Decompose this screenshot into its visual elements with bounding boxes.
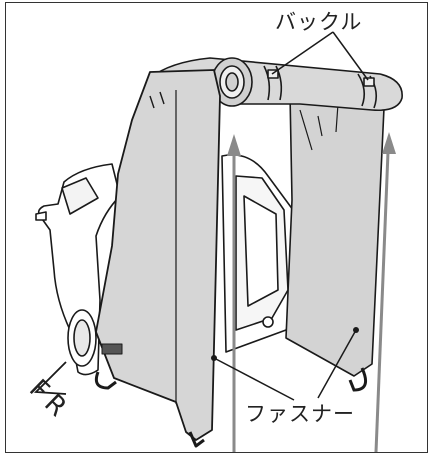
zipper-label: ファスナー [245,402,355,426]
car-outline [35,154,301,376]
zipper-leader-lines [213,329,357,401]
front-direction-arrow-icon [33,361,67,395]
buckle-leader-lines [271,31,369,81]
upward-arrow-icon [227,132,396,453]
buckle-label: バックル [275,10,363,34]
ground-hook-icon [348,367,368,392]
tent-back-wall [285,87,385,377]
tent-front-panel [94,69,221,448]
figure-frame [5,2,428,453]
